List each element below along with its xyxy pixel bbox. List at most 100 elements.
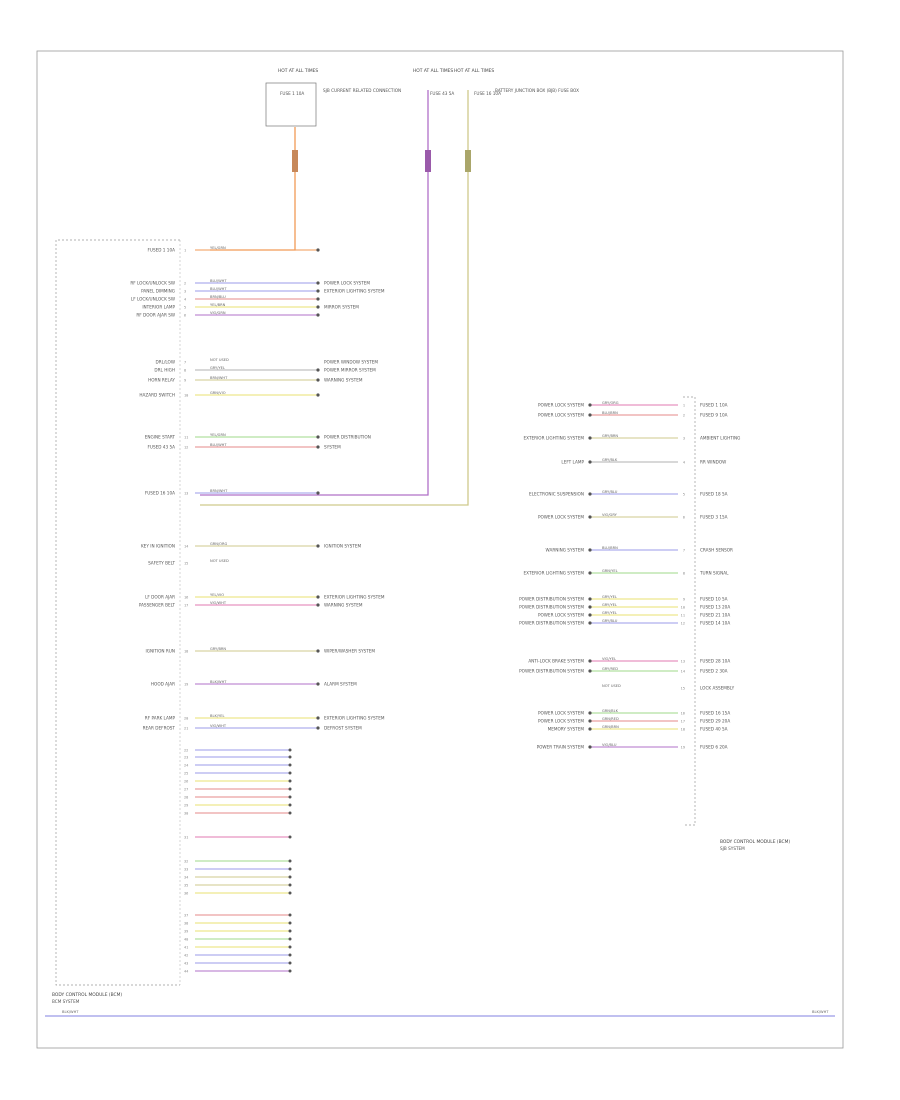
left-row-connector (316, 248, 320, 252)
feed-wire-orange (210, 127, 296, 251)
source-label-2: HOT AT ALL TIMES (413, 68, 453, 74)
right-row-pin: 18 (681, 728, 685, 732)
left-extra-connector (288, 953, 292, 957)
left-row-destination: MIRROR SYSTEM (324, 305, 359, 310)
left-row-label: FUSED 43 5A (147, 445, 175, 450)
left-row-pin: 5 (184, 306, 186, 310)
left-row-label: SAFETY BELT (148, 561, 175, 566)
right-row-connector (588, 460, 592, 464)
right-row-connector (588, 515, 592, 519)
right-row-wire-label: GRY/ORG (602, 401, 619, 405)
right-row-wire-label: GRY/RED (602, 667, 618, 671)
right-row-label: AMBIENT LIGHTING (700, 436, 740, 441)
left-extra-pin: 32 (184, 860, 188, 864)
left-extra-connector (288, 748, 292, 752)
right-row-label: FUSED 10 5A (700, 597, 728, 602)
right-row-destination: POWER DISTRIBUTION SYSTEM (519, 621, 584, 626)
right-row-destination: WARNING SYSTEM (546, 548, 585, 553)
left-module-title: BODY CONTROL MODULE (BCM) (52, 992, 122, 998)
right-row-wire-label: GRY/BLU (602, 490, 618, 494)
left-row-label: KEY IN IGNITION (141, 544, 175, 549)
right-row-destination: POWER LOCK SYSTEM (538, 515, 584, 520)
left-extra-connector (288, 787, 292, 791)
left-row-connector (316, 305, 320, 309)
left-row-wire-label: BRN/BLU (210, 295, 226, 299)
right-row-label: FUSED 29 20A (700, 719, 730, 724)
left-row-pin: 9 (184, 379, 186, 383)
left-row-wire-label: GRN/VIO (210, 391, 226, 395)
left-extra-pin: 28 (184, 796, 188, 800)
right-row-pin: 11 (681, 614, 685, 618)
left-extra-pin: 34 (184, 876, 188, 880)
right-row-destination: POWER TRAIN SYSTEM (537, 745, 585, 750)
left-row-connector (316, 435, 320, 439)
left-extra-connector (288, 867, 292, 871)
left-row-connector (316, 649, 320, 653)
left-row-connector (316, 368, 320, 372)
left-row-wire-label: BRN/WHT (210, 489, 228, 493)
ground-label-right: BLK/WHT (812, 1010, 829, 1014)
right-row-pin: 16 (681, 712, 685, 716)
left-extra-pin: 27 (184, 788, 188, 792)
left-extra-connector (288, 921, 292, 925)
left-row-label: PANEL DIMMING (141, 289, 175, 294)
right-row-connector (588, 605, 592, 609)
wire-segment-tan (465, 150, 471, 172)
left-extra-connector (288, 961, 292, 965)
left-extra-connector (288, 835, 292, 839)
right-row-destination: ELECTRONIC SUSPENSION (529, 492, 584, 497)
left-extra-connector (288, 883, 292, 887)
source-label-3: HOT AT ALL TIMES (454, 68, 494, 74)
source-fuse-2: FUSE 43 5A (430, 91, 454, 96)
left-extra-pin: 44 (184, 970, 188, 974)
right-row-pin: 9 (683, 598, 685, 602)
right-module-subtitle: SJB SYSTEM (720, 846, 745, 851)
right-row-connector (588, 403, 592, 407)
left-row-pin: 1 (184, 249, 186, 253)
left-row-wire-label: BLU/WHT (210, 287, 227, 291)
wire-segment-orange (292, 150, 298, 172)
right-row-destination: EXTERIOR LIGHTING SYSTEM (524, 436, 585, 441)
right-row-wire-label: BLU/BRN (602, 546, 618, 550)
left-row-pin: 10 (184, 394, 188, 398)
left-row-wire-label: GRY/BRN (210, 647, 226, 651)
left-row-connector (316, 289, 320, 293)
right-row-label: FUSED 1 10A (700, 403, 728, 408)
left-row-pin: 14 (184, 545, 188, 549)
left-extra-connector (288, 969, 292, 973)
left-extra-connector (288, 811, 292, 815)
left-row-destination: WIPER/WASHER SYSTEM (324, 649, 375, 654)
left-extra-pin: 43 (184, 962, 188, 966)
right-row-connector (588, 613, 592, 617)
left-extra-pin: 24 (184, 764, 188, 768)
left-row-destination: EXTERIOR LIGHTING SYSTEM (324, 716, 385, 721)
right-row-connector (588, 571, 592, 575)
left-extra-pin: 26 (184, 780, 188, 784)
right-row-connector (588, 719, 592, 723)
diagram-frame (36, 50, 844, 1049)
left-extra-connector (288, 937, 292, 941)
left-row-connector (316, 297, 320, 301)
right-row-destination: MEMORY SYSTEM (548, 727, 585, 732)
left-row-wire-label: NOT USED (210, 358, 229, 362)
left-row-destination: EXTERIOR LIGHTING SYSTEM (324, 595, 385, 600)
right-row-pin: 13 (681, 660, 685, 664)
right-module-title: BODY CONTROL MODULE (BCM) (720, 839, 790, 845)
left-row-wire-label: YEL/BRN (210, 303, 226, 307)
left-row-label: FUSED 1 10A (147, 248, 175, 253)
right-row-destination: POWER DISTRIBUTION SYSTEM (519, 605, 584, 610)
right-row-connector (588, 711, 592, 715)
left-row-label: FUSED 16 10A (145, 491, 175, 496)
right-row-destination: EXTERIOR LIGHTING SYSTEM (524, 571, 585, 576)
left-extra-connector (288, 945, 292, 949)
left-row-destination: POWER LOCK SYSTEM (324, 281, 370, 286)
wire-segment-violet (425, 150, 431, 172)
left-row-pin: 7 (184, 361, 186, 365)
left-row-destination: SYSTEM (324, 445, 341, 450)
left-row-wire-label: BRN/WHT (210, 376, 228, 380)
left-row-wire-label: YEL/VIO (210, 593, 224, 597)
source-note-3: BATTERY JUNCTION BOX (BJB) FUSE BOX (495, 88, 579, 93)
left-row-label: DRL HIGH (154, 368, 175, 373)
